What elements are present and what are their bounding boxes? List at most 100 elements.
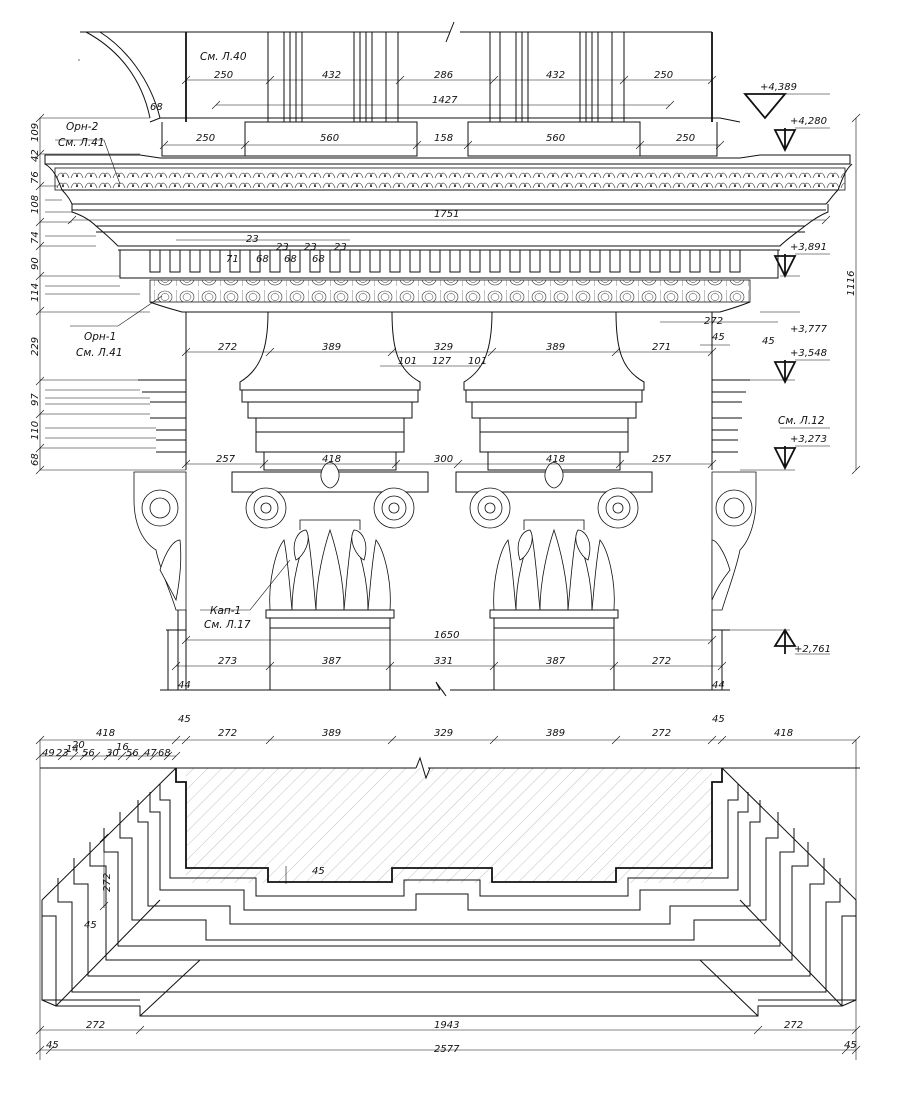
vdim-109: 109 [30,123,41,142]
dim-101a: 101 [398,356,417,367]
dim-dentil-68c: 68 [312,254,325,265]
drawing-labels: См. Л.40 Орн-2 См. Л.41 Орн-1 См. Л.41 К… [58,51,825,631]
vdim-76: 76 [30,171,41,184]
dim-127: 127 [432,356,452,367]
dim-right-45a: 45 [762,336,775,347]
vdim-90: 90 [30,257,41,270]
dim-top-286: 286 [434,70,453,81]
dim-dentil-23b: 23 [276,242,289,253]
dim-base-44b: 44 [712,680,725,691]
dim-base-44a: 44 [178,680,191,691]
plan-dim-329: 329 [434,728,453,739]
dim-1427: 1427 [432,95,458,106]
dim-dentil-68a: 68 [256,254,269,265]
plan-small-23: 23 [56,748,69,759]
dim-1751: 1751 [434,209,459,220]
plan-small-14: 14 [66,744,79,755]
corinthian-capital-left [231,462,429,629]
plan-small-56a: 56 [82,748,95,759]
dim-row389-a: 389 [322,342,341,353]
elevation-dimensions: 250 432 286 432 250 1427 68 250 560 158 … [150,70,857,691]
level-4280: +4,280 [790,116,827,127]
kap1-ref: См. Л.17 [204,619,251,631]
dim-cap-257b: 257 [652,454,672,465]
dim-row-158: 158 [434,133,453,144]
dim-68: 68 [150,102,163,113]
plan-dim-272a: 272 [218,728,237,739]
dim-row-250b: 250 [676,133,695,144]
level-3548: +3,548 [790,348,827,359]
vdim-68: 68 [30,453,41,466]
plan-small-68: 68 [158,748,171,759]
level-labels: +4,389 +4,280 +3,891 +3,777 +3,548 +3,27… [760,82,831,655]
orn2-name: Орн-2 [66,121,99,133]
dim-base-273: 273 [218,656,237,667]
plan-dim-45b: 45 [712,714,725,725]
orn2-ref: См. Л.41 [58,137,105,149]
dim-dentil-23c: 23 [304,242,317,253]
plan-dim-45-left: 45 [84,920,97,931]
dim-cap-257a: 257 [216,454,236,465]
dim-row272-a: 272 [218,342,237,353]
dim-row389-b: 389 [546,342,565,353]
upper-pilasters [80,21,741,157]
vdim-97: 97 [30,393,41,406]
dim-1116: 1116 [846,271,857,296]
ref-l12: См. Л.12 [778,415,825,427]
left-vertical-dimensions: 109 42 76 108 74 90 114 229 97 110 68 [30,123,41,466]
plan-dim-389a: 389 [322,728,341,739]
dim-top-432b: 432 [546,70,565,81]
ref-l40: См. Л.40 [200,51,247,63]
dim-dentil-71: 71 [226,254,239,265]
vdim-74: 74 [30,231,41,244]
dim-base-387b: 387 [546,656,566,667]
plan-small-56b: 56 [126,748,139,759]
dim-1650: 1650 [434,630,459,641]
vdim-229: 229 [30,337,41,356]
dim-top-250a: 250 [214,70,233,81]
orn1-name: Орн-1 [84,331,116,343]
dim-base-272: 272 [652,656,671,667]
plan-dim-2577: 2577 [434,1044,460,1055]
level-3891: +3,891 [790,242,827,253]
vdim-114: 114 [30,283,41,302]
dim-right-272: 272 [704,316,723,327]
orn1-ref: См. Л.41 [76,347,123,359]
plan-small-47: 47 [144,748,157,759]
elevation-dimension-lines [35,75,861,691]
dim-right-45b: 45 [712,332,725,343]
dim-cap-300: 300 [434,454,453,465]
vdim-110: 110 [30,421,41,440]
corinthian-capital-right [455,462,653,629]
dim-base-387a: 387 [322,656,342,667]
dim-base-331: 331 [434,656,453,667]
plan-dim-272-vert: 272 [102,873,113,892]
cornice [44,154,853,313]
plan-small-49: 49 [42,748,55,759]
dim-row329: 329 [434,342,453,353]
corinthian-capital-side-left [133,471,187,611]
level-4389: +4,389 [760,82,797,93]
dim-dentil-23d: 23 [334,242,347,253]
plan-small-16: 16 [116,742,129,753]
level-3777: +3,777 [790,324,828,335]
level-markers [722,93,830,655]
plan-dim-418a: 418 [96,728,115,739]
plan-view [35,735,861,1060]
pilaster-abacus [138,311,750,471]
kap1-name: Кап-1 [210,605,241,617]
plan-dim-272-bl: 272 [86,1020,105,1031]
plan-dimensions: 418 45 272 389 329 389 272 45 418 49 23 … [42,714,857,1055]
plan-dim-389b: 389 [546,728,565,739]
plan-dim-272b: 272 [652,728,671,739]
dim-row-250a: 250 [196,133,215,144]
dentil-row [149,249,741,273]
dim-cap-418b: 418 [546,454,565,465]
plan-dim-418b: 418 [774,728,793,739]
plan-dim-45a: 45 [178,714,191,725]
plan-dim-1943: 1943 [434,1020,459,1031]
plan-dim-272-br: 272 [784,1020,803,1031]
corinthian-capital-side-right [711,471,757,611]
leader-lines [55,59,830,611]
plan-dim-45-bl: 45 [46,1040,59,1051]
